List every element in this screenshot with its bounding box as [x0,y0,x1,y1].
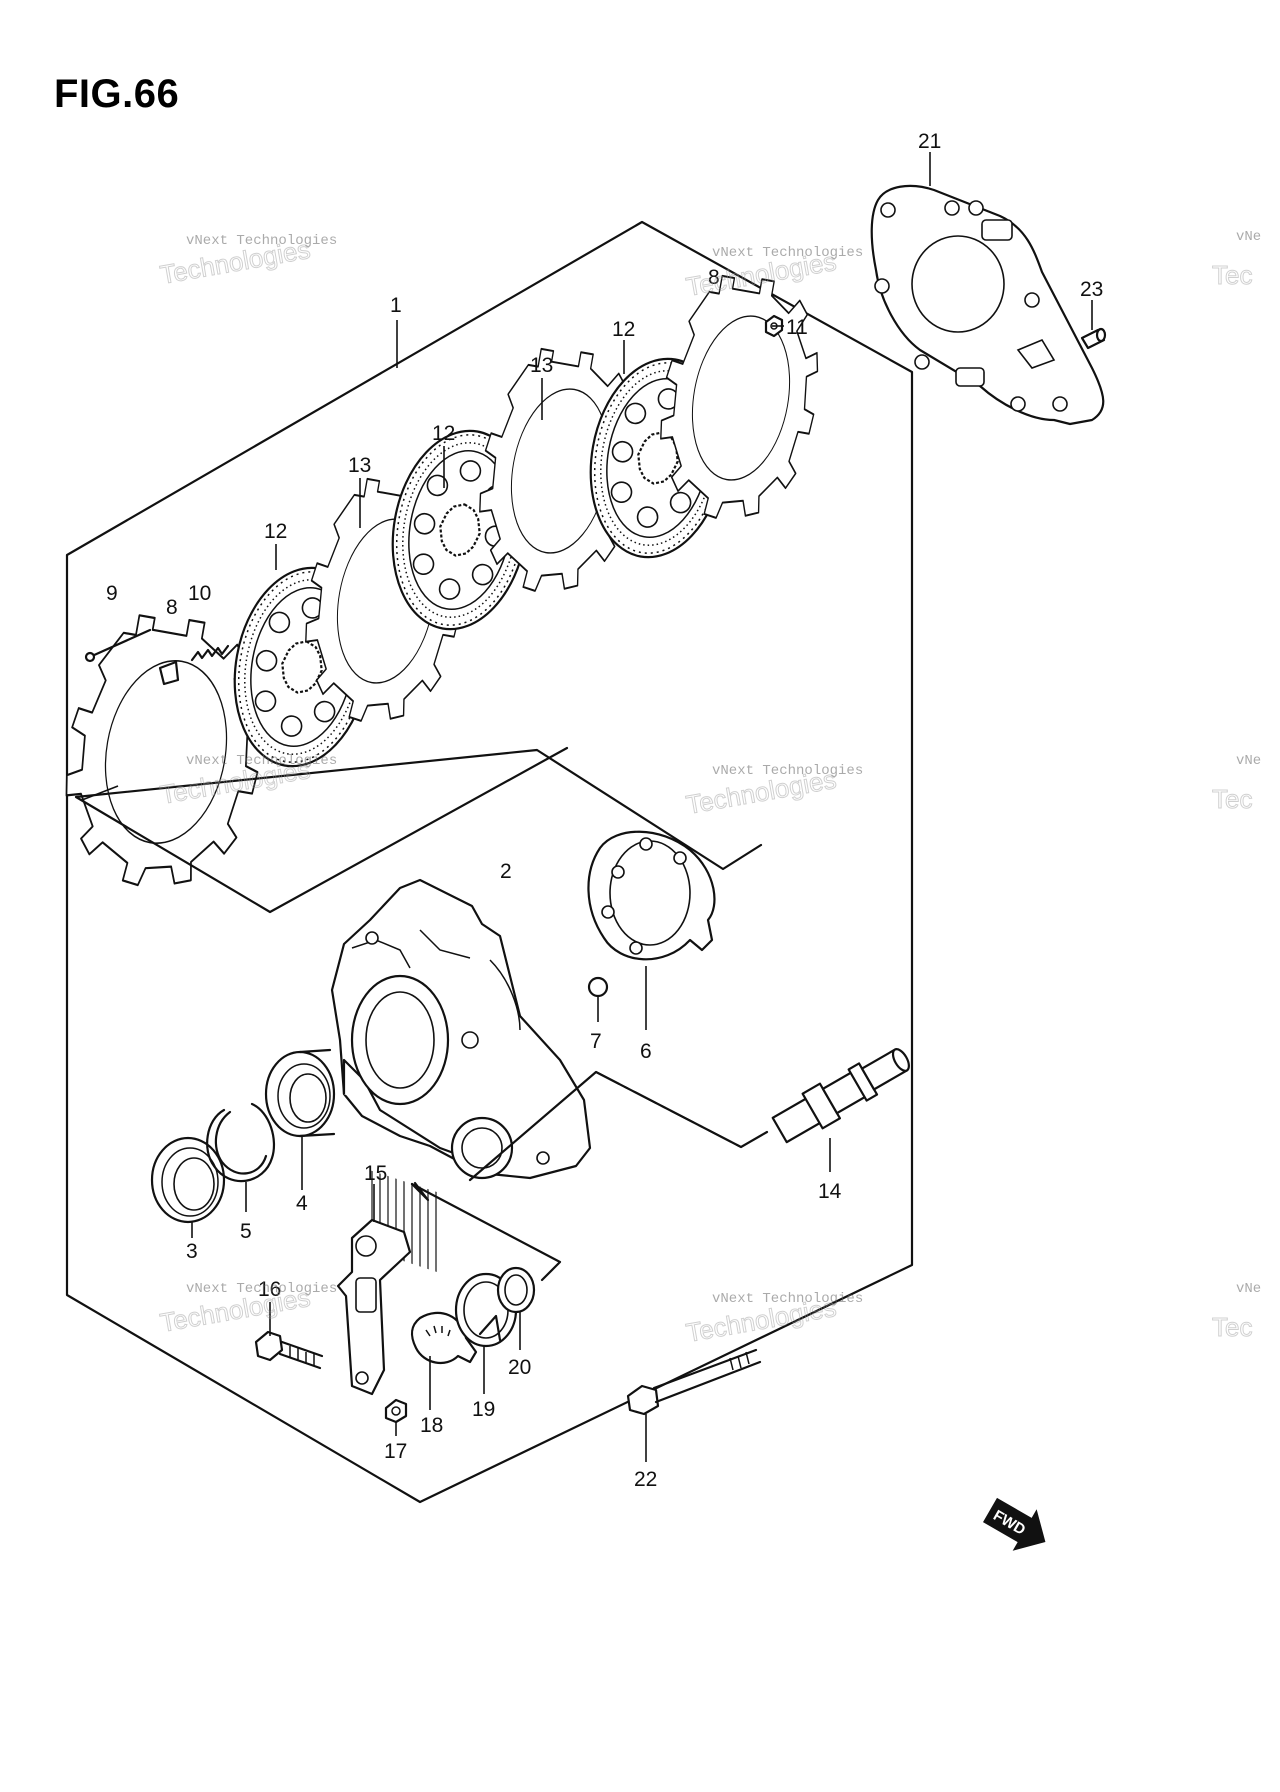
callout-21: 21 [918,130,941,153]
watermark-right-edge-top: vNe Tec [1212,229,1262,291]
retainer-tab-8 [158,660,180,686]
callout-20: 20 [508,1356,531,1379]
svg-text:vNe: vNe [1236,753,1261,769]
watermark-top-left: vNext Technologies Technologies [157,233,337,290]
callout-16: 16 [258,1278,281,1301]
callout-17: 17 [384,1440,407,1463]
housing-2 [330,878,592,1273]
callout-7: 7 [590,1030,602,1053]
svg-text:vNext Technologies: vNext Technologies [186,753,337,769]
bolt-16 [254,1330,324,1370]
svg-text:Tec: Tec [1212,260,1252,290]
lever-subframe [410,1182,562,1282]
watermark-right-edge-mid: vNe Tec [1212,753,1262,815]
callout-12-top: 12 [612,318,635,341]
retainer-plate-6 [587,830,716,961]
bolt-22 [626,1348,762,1416]
pin-9 [84,628,152,663]
svg-text:vNext Technologies: vNext Technologies [712,763,863,779]
ball-7 [587,976,609,998]
svg-text:vNext Technologies: vNext Technologies [712,1291,863,1307]
bearing-4 [264,1048,336,1138]
dowel-pin-23 [1080,327,1107,350]
callout-8-left: 8 [166,596,178,619]
callout-8-top: 8 [708,266,720,289]
callout-14: 14 [818,1180,842,1203]
callout-23: 23 [1080,278,1103,301]
watermark-mid-center: vNext Technologies Technologies [683,763,863,820]
callout-9: 9 [106,582,118,605]
separator-plate-front [65,614,263,887]
svg-text:Tec: Tec [1212,1312,1252,1342]
watermark-mid-left: vNext Technologies Technologies [157,753,337,810]
svg-text:vNe: vNe [1236,229,1261,245]
spring-10 [190,644,230,662]
watermark-right-edge-bottom: vNe Tec [1212,1281,1262,1343]
separator-plate-rear [643,264,837,533]
svg-text:Tec: Tec [1212,784,1252,814]
watermark-top-center: vNext Technologies Technologies [683,245,863,302]
svg-text:vNext Technologies: vNext Technologies [712,245,863,261]
clutch-pack-subframe [74,746,763,914]
callout-19: 19 [472,1398,495,1421]
callout-2: 2 [500,860,512,883]
oil-seal-3 [150,1136,226,1224]
gasket-21 [870,184,1105,426]
callout-5: 5 [240,1220,252,1243]
watermark-bottom-left: vNext Technologies Technologies [157,1281,337,1338]
callout-13-low: 13 [348,454,371,477]
callout-11: 11 [786,316,808,339]
callout-12-low: 12 [264,520,287,543]
callout-labels: 1 2 3 4 5 6 7 8 8 9 10 11 12 12 12 13 13… [106,130,1103,1491]
watermark-bottom-center: vNext Technologies Technologies [683,1291,863,1348]
shaft-frame-line [468,1070,769,1182]
forward-direction-badge: FWD [983,1497,1046,1551]
seal-ring-20 [496,1266,536,1314]
callout-1: 1 [390,294,402,317]
callout-15: 15 [364,1162,387,1185]
callout-3: 3 [186,1240,198,1263]
clutch-pack-group [65,264,837,887]
callout-4: 4 [296,1192,308,1215]
figure-title: FIG.66 [54,72,180,116]
callout-18: 18 [420,1414,443,1437]
nut-17 [384,1398,408,1424]
callout-10: 10 [188,582,211,605]
callout-22: 22 [634,1468,657,1491]
assembly-outline-frame [65,220,914,1504]
circlip-5 [206,1102,276,1183]
callout-13-top: 13 [530,354,553,377]
lever-15 [336,1218,412,1396]
shaft-14 [771,1048,910,1144]
callout-12-mid: 12 [432,422,455,445]
svg-text:vNext Technologies: vNext Technologies [186,1281,337,1297]
callout-6: 6 [640,1040,652,1063]
svg-text:vNext Technologies: vNext Technologies [186,233,337,249]
svg-text:vNe: vNe [1236,1281,1261,1297]
